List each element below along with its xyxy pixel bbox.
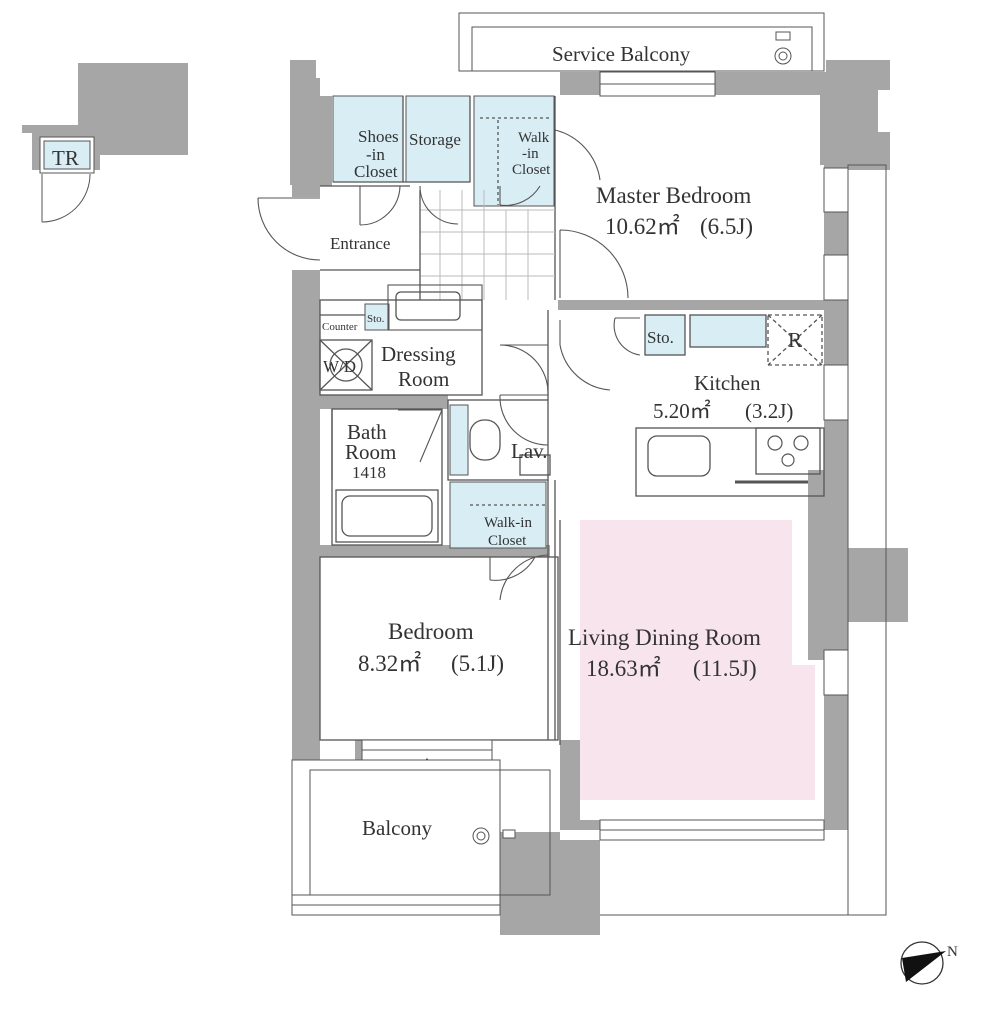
service-balcony-label: Service Balcony <box>552 42 691 66</box>
kitchen-area: 5.20㎡ <box>653 399 711 423</box>
storage-room <box>405 95 471 183</box>
ldk-name: Living Dining Room <box>568 625 761 650</box>
trunk-room: TR <box>22 63 188 223</box>
shoes-closet-label-3: Closet <box>354 162 398 181</box>
drain-box-icon <box>775 31 791 41</box>
kitchen-shelf <box>689 314 767 348</box>
storage-door <box>419 185 459 225</box>
windows <box>361 71 849 841</box>
walk-in-top-label-1: Walk <box>518 130 550 146</box>
dressing-room-label-2: Room <box>398 367 449 391</box>
kitchen-tatami: (3.2J) <box>745 399 793 423</box>
sto-small-label: Sto. <box>367 313 385 325</box>
lav-door <box>499 394 549 446</box>
door-swings <box>257 129 641 601</box>
shoes-closet-door <box>359 185 401 226</box>
kitchen-sto-label: Sto. <box>647 328 674 347</box>
master-bedroom-name: Master Bedroom <box>596 183 751 208</box>
bedroom-name: Bedroom <box>388 619 474 644</box>
bathroom-label-1: Bath <box>347 420 387 444</box>
partitions <box>319 96 825 745</box>
trunk-room-label: TR <box>52 146 79 170</box>
kitchen-door <box>559 320 611 391</box>
walk-in-top-label-2: -in <box>522 146 539 162</box>
fridge-label: R <box>788 328 802 352</box>
compass-north-label: N <box>947 944 958 960</box>
dressing-room-label-1: Dressing <box>381 342 456 366</box>
bath-door <box>398 409 443 463</box>
entrance-tiles <box>420 190 555 300</box>
walk-in-mid-label-1: Walk-in <box>484 515 532 531</box>
walk-in-top-door <box>554 129 601 181</box>
counter-label: Counter <box>322 321 358 333</box>
master-bedroom-tatami: (6.5J) <box>700 214 753 239</box>
ldk-tatami: (11.5J) <box>693 656 757 681</box>
washer-label: W/D <box>323 357 356 376</box>
bedroom-closet-door <box>499 554 549 601</box>
master-bedroom-door <box>559 229 629 299</box>
walk-in-mid-label-2: Closet <box>488 533 527 549</box>
entrance-label: Entrance <box>330 234 390 253</box>
kitchen-sto-door <box>613 317 641 356</box>
trunk-room-door-swing <box>41 173 91 223</box>
room-labels: Shoes -in Closet Storage Walk -in Closet… <box>322 127 802 840</box>
walk-in-closet-top <box>473 95 555 207</box>
storage-cells <box>332 95 767 549</box>
balcony <box>291 164 887 916</box>
shoes-closet <box>332 95 404 183</box>
master-bedroom-area: 10.62㎡ <box>605 214 680 239</box>
lav-storage <box>449 404 469 476</box>
dressing-storage <box>364 303 390 331</box>
lavatory-label: Lav. <box>511 439 548 463</box>
ldk-area: 18.63㎡ <box>586 656 661 681</box>
stove-icon <box>767 435 809 467</box>
service-balcony: Service Balcony <box>458 12 825 72</box>
storage-label: Storage <box>409 130 461 149</box>
trunk-room-storage <box>43 140 91 170</box>
bathroom-label-2: Room <box>345 440 396 464</box>
balcony-label: Balcony <box>362 816 432 840</box>
living-dining-highlight <box>580 520 815 800</box>
entrance-door <box>257 197 321 261</box>
walk-in-top-label-3: Closet <box>512 162 551 178</box>
bedroom-tatami: (5.1J) <box>451 651 504 676</box>
walk-in-door-2 <box>499 185 541 206</box>
bedroom-area: 8.32㎡ <box>358 651 421 676</box>
compass-icon: N <box>900 941 958 985</box>
balcony-drain-box-icon <box>502 829 516 839</box>
shoes-closet-label-2: -in <box>366 145 385 164</box>
bathroom-label-3: 1418 <box>352 463 386 482</box>
shoes-closet-label-1: Shoes <box>358 127 399 146</box>
walk-in-closet-mid <box>449 481 547 549</box>
dressing-door <box>499 344 549 396</box>
kitchen-name: Kitchen <box>694 371 761 395</box>
walk-in-mid-door <box>489 556 536 581</box>
